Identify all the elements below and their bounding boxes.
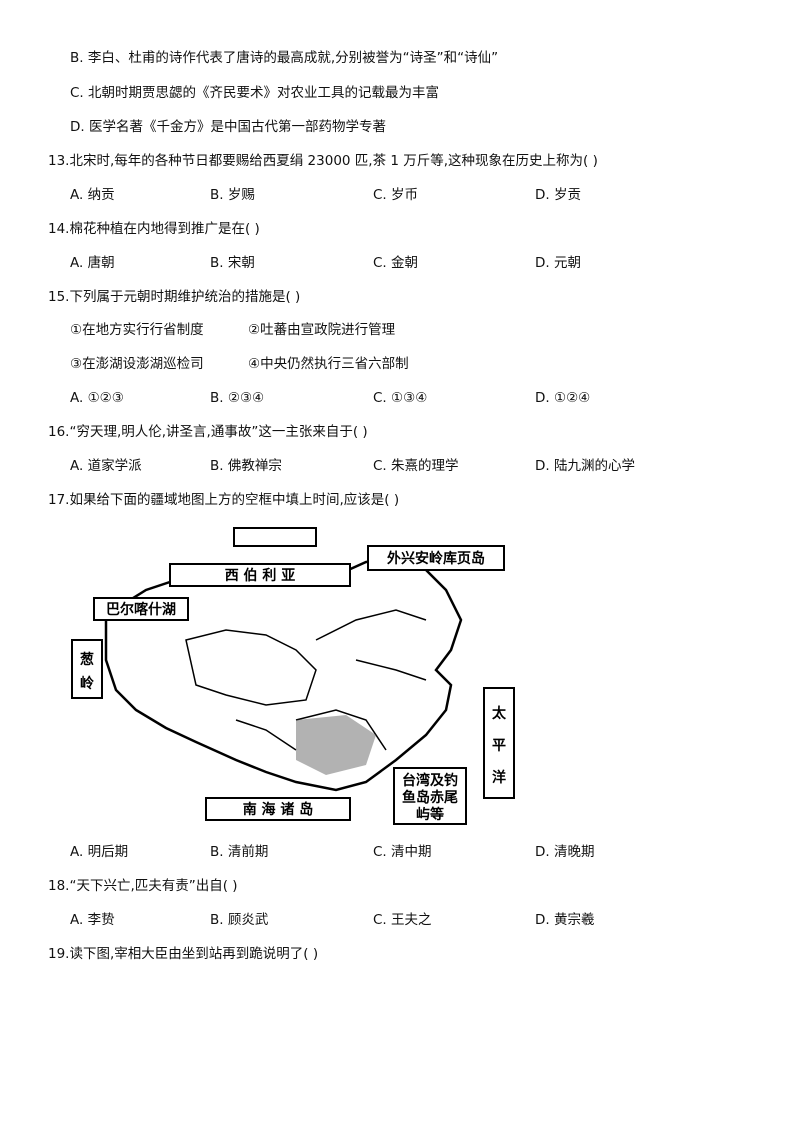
- q14-option-d: D. 元朝: [535, 255, 581, 271]
- q17-options: A. 明后期 B. 清前期 C. 清中期 D. 清晚期: [0, 843, 794, 861]
- q13-option-a: A. 纳贡: [70, 187, 115, 203]
- q15-item-3: ③在澎湖设澎湖巡检司: [70, 356, 204, 372]
- q16-option-a: A. 道家学派: [70, 458, 142, 474]
- q17-option-d: D. 清晚期: [535, 844, 595, 860]
- q15-option-b: B. ②③④: [210, 390, 265, 406]
- q17-option-b: B. 清前期: [210, 844, 269, 860]
- svg-text:洋: 洋: [492, 769, 506, 786]
- svg-text:鱼岛赤尾: 鱼岛赤尾: [402, 789, 458, 806]
- svg-text:岭: 岭: [80, 675, 94, 692]
- svg-text:南 海 诸 岛: 南 海 诸 岛: [243, 801, 314, 818]
- label-pamir: 葱岭: [71, 639, 103, 699]
- q15-items-row1: ①在地方实行行省制度 ②吐蕃由宣政院进行管理: [0, 321, 794, 339]
- q13-option-c: C. 岁币: [373, 187, 419, 203]
- q16-option-b: B. 佛教禅宗: [210, 458, 282, 474]
- svg-text:太: 太: [492, 705, 507, 722]
- svg-text:屿等: 屿等: [416, 806, 444, 823]
- q17-option-c: C. 清中期: [373, 844, 432, 860]
- q17-stem: 17.如果给下面的疆域地图上方的空框中填上时间,应该是( ): [48, 492, 400, 508]
- svg-text:平: 平: [492, 738, 506, 754]
- q15-option-c: C. ①③④: [373, 390, 428, 406]
- qing-territory-map: 西 伯 利 亚 外兴安岭库页岛 巴尔喀什湖 葱岭 太平洋 台湾及钓鱼岛赤尾屿等 …: [71, 527, 515, 825]
- label-south-sea: 南 海 诸 岛: [205, 797, 351, 821]
- svg-text:台湾及钓: 台湾及钓: [402, 772, 458, 789]
- q18-option-b: B. 顾炎武: [210, 912, 269, 928]
- blank-time-box: [233, 527, 317, 547]
- province-borders: [185, 609, 427, 751]
- q17-option-a: A. 明后期: [70, 844, 129, 860]
- svg-text:巴尔喀什湖: 巴尔喀什湖: [106, 601, 176, 618]
- q18-option-c: C. 王夫之: [373, 912, 432, 928]
- q12-option-d: D. 医学名著《千金方》是中国古代第一部药物学专著: [70, 119, 386, 135]
- svg-text:外兴安岭库页岛: 外兴安岭库页岛: [387, 550, 485, 567]
- label-pacific: 太平洋: [483, 687, 515, 799]
- q14-stem: 14.棉花种植在内地得到推广是在( ): [48, 221, 260, 237]
- svg-text:西 伯 利 亚: 西 伯 利 亚: [225, 567, 296, 584]
- q15-option-d: D. ①②④: [535, 390, 591, 406]
- q18-stem: 18.“天下兴亡,匹夫有责”出自( ): [48, 878, 238, 894]
- q15-item-4: ④中央仍然执行三省六部制: [248, 356, 409, 372]
- q13-stem: 13.北宋时,每年的各种节日都要赐给西夏绢 23000 匹,茶 1 万斤等,这种…: [48, 153, 598, 169]
- q15-option-a: A. ①②③: [70, 390, 124, 406]
- q18-option-d: D. 黄宗羲: [535, 912, 595, 928]
- q13-options: A. 纳贡 B. 岁赐 C. 岁币 D. 岁贡: [0, 186, 794, 204]
- q14-option-c: C. 金朝: [373, 255, 419, 271]
- q18-options: A. 李贽 B. 顾炎武 C. 王夫之 D. 黄宗羲: [0, 911, 794, 929]
- territory-outline: [104, 558, 463, 792]
- q13-option-d: D. 岁贡: [535, 187, 581, 203]
- svg-text:葱: 葱: [80, 651, 94, 668]
- q15-options: A. ①②③ B. ②③④ C. ①③④ D. ①②④: [0, 389, 794, 407]
- q14-option-b: B. 宋朝: [210, 255, 255, 271]
- q12-option-b: B. 李白、杜甫的诗作代表了唐诗的最高成就,分别被誉为“诗圣”和“诗仙”: [70, 50, 499, 66]
- q15-stem: 15.下列属于元朝时期维护统治的措施是( ): [48, 289, 301, 305]
- q15-items-row2: ③在澎湖设澎湖巡检司 ④中央仍然执行三省六部制: [0, 355, 794, 373]
- q16-options: A. 道家学派 B. 佛教禅宗 C. 朱熹的理学 D. 陆九渊的心学: [0, 457, 794, 475]
- q14-options: A. 唐朝 B. 宋朝 C. 金朝 D. 元朝: [0, 254, 794, 272]
- label-siberia: 西 伯 利 亚: [169, 563, 351, 587]
- q16-option-d: D. 陆九渊的心学: [535, 458, 635, 474]
- q15-item-1: ①在地方实行行省制度: [70, 322, 204, 338]
- q16-stem: 16.“穷天理,明人伦,讲圣言,通事故”这一主张来自于( ): [48, 424, 368, 440]
- q14-option-a: A. 唐朝: [70, 255, 115, 271]
- q16-option-c: C. 朱熹的理学: [373, 458, 459, 474]
- q19-stem: 19.读下图,宰相大臣由坐到站再到跪说明了( ): [48, 946, 319, 962]
- q13-option-b: B. 岁赐: [210, 187, 255, 203]
- q18-option-a: A. 李贽: [70, 912, 115, 928]
- q12-option-c: C. 北朝时期贾思勰的《齐民要术》对农业工具的记载最为丰富: [70, 85, 440, 101]
- label-balkhash: 巴尔喀什湖: [93, 597, 189, 621]
- south-provinces-shading: [296, 715, 376, 775]
- label-khingan: 外兴安岭库页岛: [367, 545, 505, 571]
- q15-item-2: ②吐蕃由宣政院进行管理: [248, 322, 396, 338]
